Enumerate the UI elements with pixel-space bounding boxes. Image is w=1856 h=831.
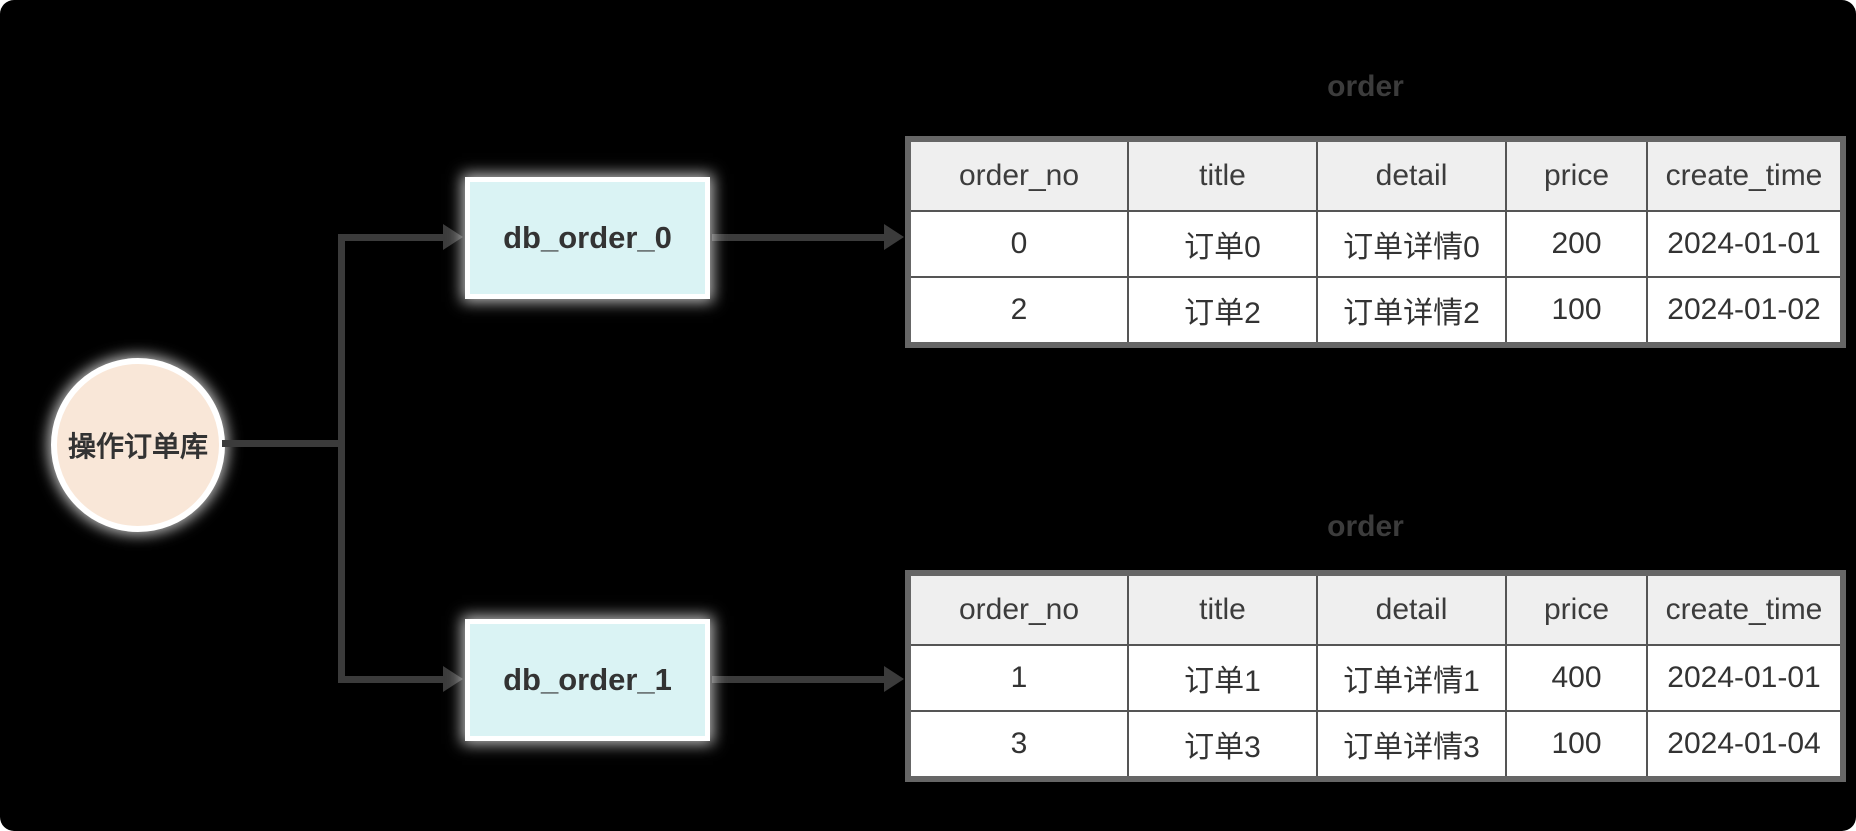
- table-cell: 2024-01-04: [1646, 710, 1844, 780]
- table-header-row: order_no title detail price create_time: [907, 138, 1844, 212]
- column-header: title: [1127, 138, 1318, 212]
- column-header: create_time: [1646, 138, 1844, 212]
- arrowhead-right-icon: [443, 666, 463, 692]
- node-db-order-0-label: db_order_0: [503, 220, 672, 255]
- column-header: title: [1127, 572, 1318, 646]
- column-header: order_no: [907, 572, 1129, 646]
- table-cell: 2024-01-01: [1646, 210, 1844, 278]
- connector-source-horizontal: [222, 440, 342, 447]
- table-cell: 订单详情2: [1316, 276, 1507, 346]
- table-cell: 0: [907, 210, 1129, 278]
- table-cell: 2: [907, 276, 1129, 346]
- table-cell: 2024-01-01: [1646, 644, 1844, 712]
- node-operate-order-db-label: 操作订单库: [67, 431, 208, 462]
- table-title: order: [1327, 510, 1404, 543]
- table-cell: 订单详情3: [1316, 710, 1507, 780]
- table-cell: 200: [1505, 210, 1648, 278]
- table-row: 0 订单0 订单详情0 200 2024-01-01: [907, 210, 1844, 278]
- connector-top-branch: [341, 234, 443, 241]
- arrowhead-right-icon: [884, 224, 904, 250]
- table-row: 3 订单3 订单详情3 100 2024-01-04: [907, 710, 1844, 780]
- column-header: price: [1505, 572, 1648, 646]
- table-cell: 100: [1505, 710, 1648, 780]
- arrowhead-right-icon: [443, 224, 463, 250]
- order-table-0: order_no title detail price create_time …: [905, 136, 1846, 348]
- node-db-order-0: db_order_0: [465, 177, 710, 299]
- table-cell: 订单3: [1127, 710, 1318, 780]
- table-cell: 400: [1505, 644, 1648, 712]
- node-db-order-1: db_order_1: [465, 619, 710, 741]
- node-operate-order-db: 操作订单库: [51, 358, 225, 532]
- column-header: detail: [1316, 572, 1507, 646]
- connector-bottom-branch: [341, 676, 443, 683]
- table-row: 2 订单2 订单详情2 100 2024-01-02: [907, 276, 1844, 346]
- table-row: 1 订单1 订单详情1 400 2024-01-01: [907, 644, 1844, 712]
- table-header-row: order_no title detail price create_time: [907, 572, 1844, 646]
- table-cell: 3: [907, 710, 1129, 780]
- node-db-order-1-label: db_order_1: [503, 662, 672, 697]
- connector-branch-vertical: [338, 234, 345, 683]
- table-cell: 订单0: [1127, 210, 1318, 278]
- table-cell: 100: [1505, 276, 1648, 346]
- column-header: order_no: [907, 138, 1129, 212]
- table-cell: 2024-01-02: [1646, 276, 1844, 346]
- column-header: price: [1505, 138, 1648, 212]
- table-cell: 订单2: [1127, 276, 1318, 346]
- column-header: create_time: [1646, 572, 1844, 646]
- column-header: detail: [1316, 138, 1507, 212]
- table-cell: 1: [907, 644, 1129, 712]
- order-table-1: order_no title detail price create_time …: [905, 570, 1846, 782]
- arrowhead-right-icon: [884, 666, 904, 692]
- connector-db1-to-table: [712, 676, 884, 683]
- table-cell: 订单详情0: [1316, 210, 1507, 278]
- connector-db0-to-table: [712, 234, 884, 241]
- table-title: order: [1327, 70, 1404, 103]
- table-cell: 订单1: [1127, 644, 1318, 712]
- table-cell: 订单详情1: [1316, 644, 1507, 712]
